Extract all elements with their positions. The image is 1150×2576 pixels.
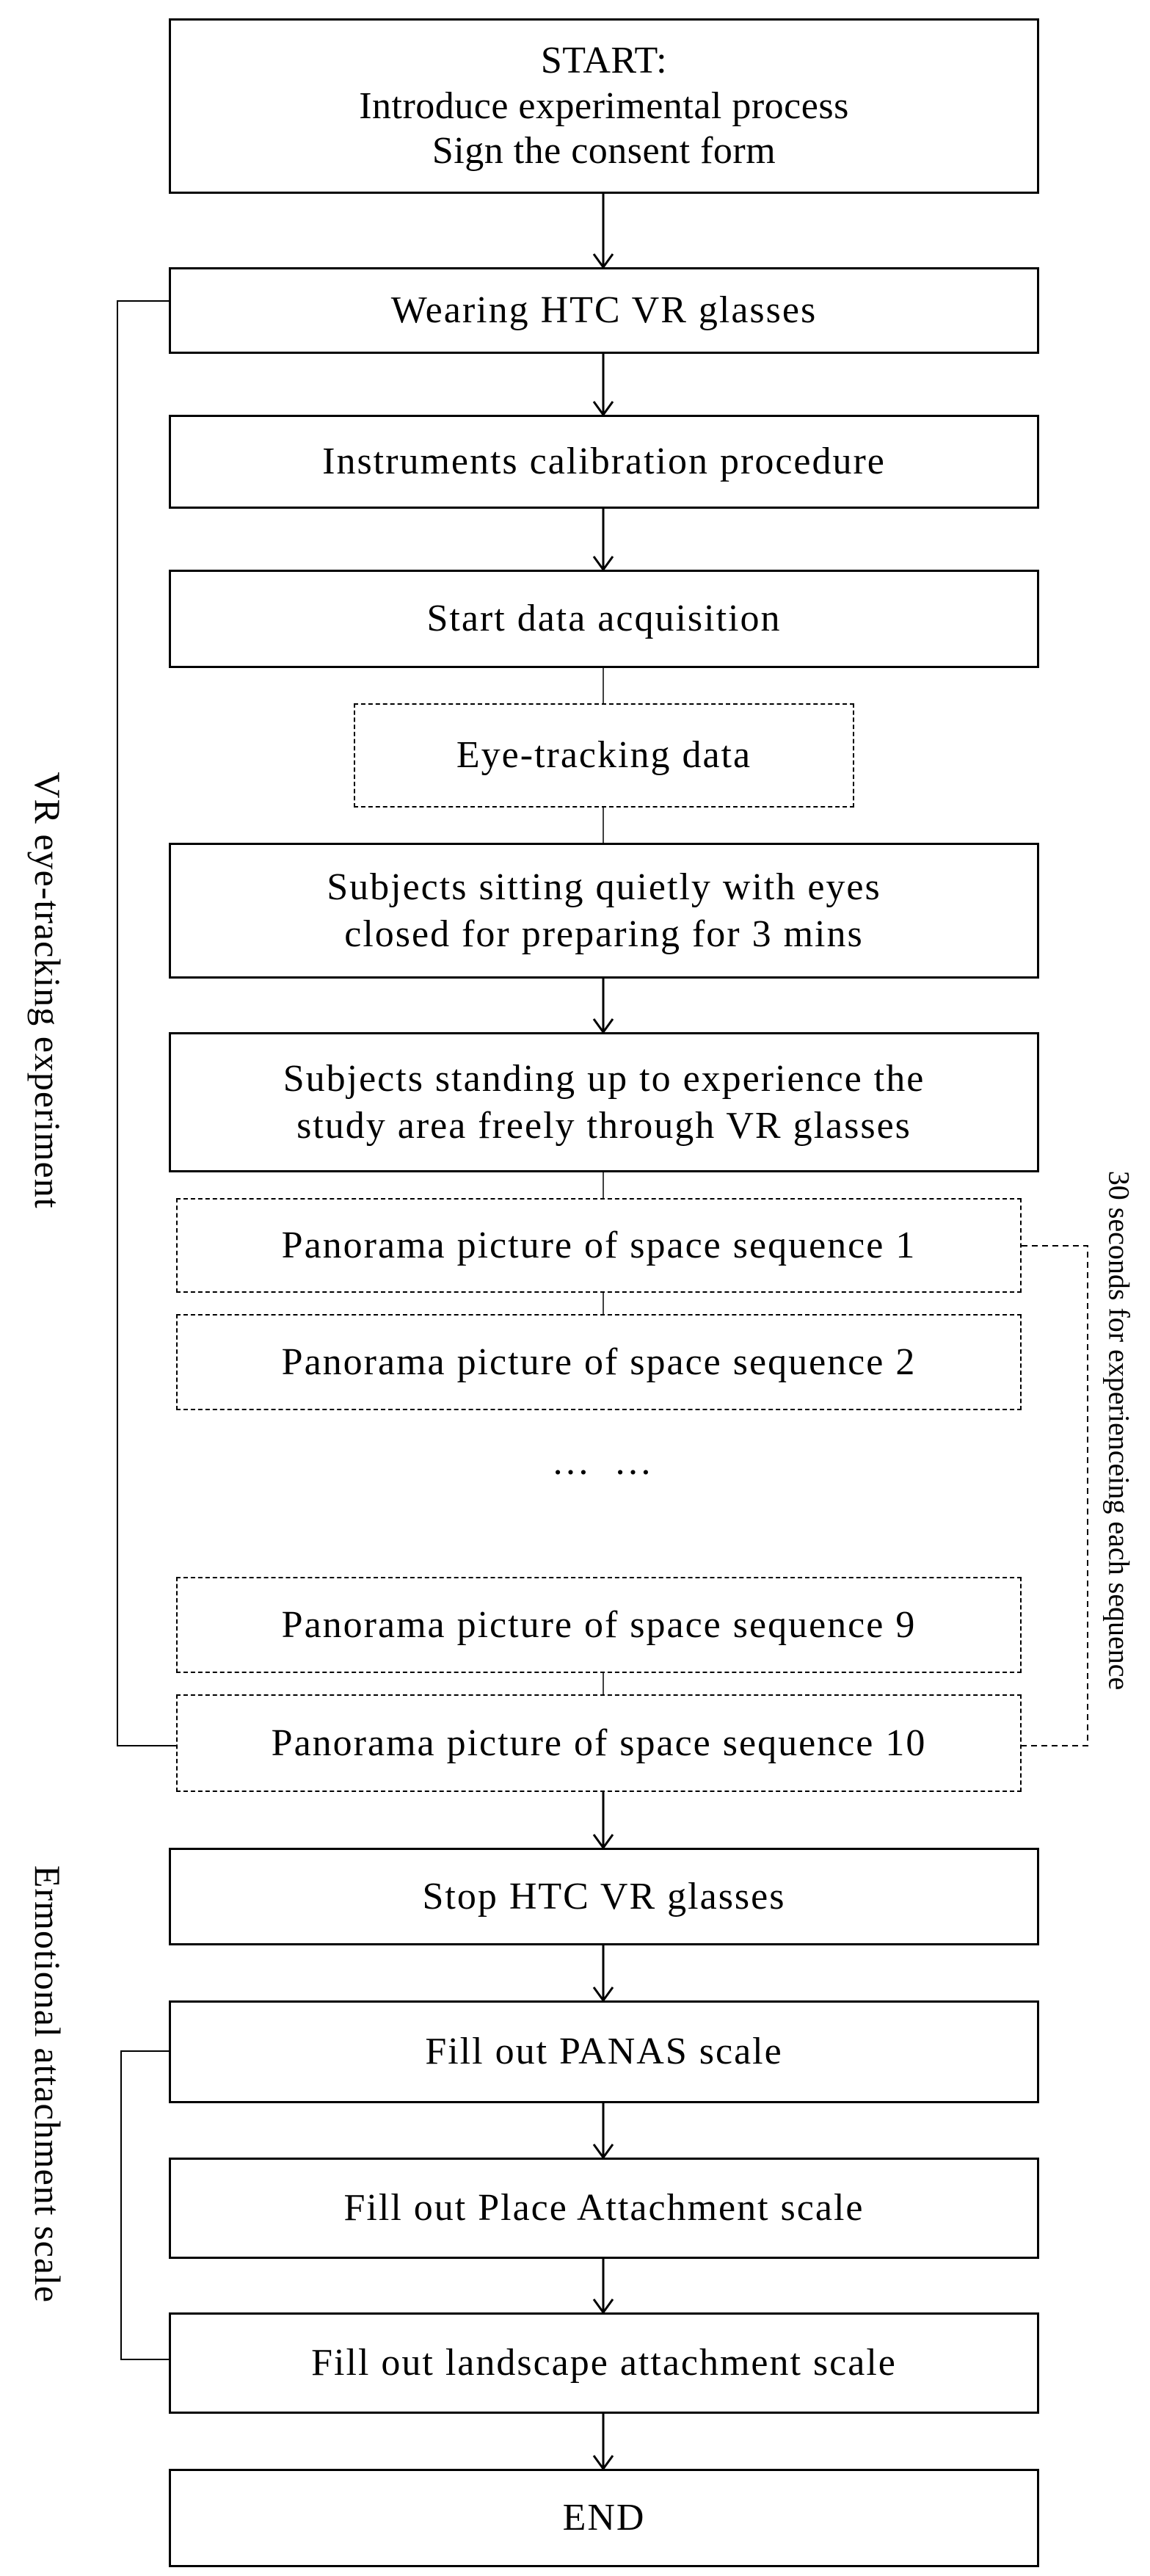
arrow-landscape-to-end [592,2414,614,2471]
panas-label: Fill out PANAS scale [425,2031,783,2073]
start-box: START: Introduce experimental process Si… [169,18,1039,194]
emotional-scale-label: Ermotional attachment scale [27,1865,68,2304]
calibration-box: Instruments calibration procedure [169,415,1039,509]
bracket-emotional-scale [120,2050,169,2360]
standing-line-1: Subjects standing up to experience the [283,1058,925,1100]
wearing-vr-label: Wearing HTC VR glasses [390,289,818,332]
bracket-sequence-timing [1022,1245,1088,1746]
arrow-place-to-landscape [592,2259,614,2315]
standing-line-2: study area freely through VR glasses [296,1104,911,1147]
arrow-panorama10-to-stop [592,1792,614,1850]
panorama-sequence-1-box: Panorama picture of space sequence 1 [176,1198,1022,1293]
wearing-vr-box: Wearing HTC VR glasses [169,267,1039,354]
panorama-sequence-10-label: Panorama picture of space sequence 10 [271,1721,927,1764]
calibration-label: Instruments calibration procedure [322,440,886,483]
bracket-vr-experiment [117,300,176,1746]
start-line-intro: Introduce experimental process [359,84,849,127]
panorama-sequence-9-label: Panorama picture of space sequence 9 [281,1603,917,1646]
panorama-sequence-1-label: Panorama picture of space sequence 1 [281,1224,917,1266]
panorama-sequence-2-box: Panorama picture of space sequence 2 [176,1314,1022,1410]
ellipsis: … … [551,1441,660,1483]
acquisition-label: Start data acquisition [426,598,782,640]
vr-experiment-label: VR eye-tracking experiment [27,772,68,1209]
stop-vr-label: Stop HTC VR glasses [422,1875,786,1918]
arrow-sitting-to-standing [592,979,614,1034]
arrow-calibration-to-acquisition [592,509,614,572]
sequence-timing-label: 30 seconds for experienceing each sequen… [1102,1170,1136,1691]
stop-vr-box: Stop HTC VR glasses [169,1848,1039,1945]
panorama-sequence-10-box: Panorama picture of space sequence 10 [176,1694,1022,1792]
arrow-wearing-to-calibration [592,354,614,417]
eye-tracking-box: Eye-tracking data [354,703,854,808]
arrow-panas-to-place [592,2103,614,2160]
panorama-sequence-9-box: Panorama picture of space sequence 9 [176,1577,1022,1673]
standing-box: Subjects standing up to experience the s… [169,1032,1039,1172]
sitting-box: Subjects sitting quietly with eyes close… [169,843,1039,979]
panas-box: Fill out PANAS scale [169,2000,1039,2103]
sitting-line-2: closed for preparing for 3 mins [344,913,864,955]
arrow-stop-to-panas [592,1945,614,2003]
sitting-line-1: Subjects sitting quietly with eyes [327,866,881,909]
place-attachment-label: Fill out Place Attachment scale [343,2187,865,2229]
landscape-attachment-box: Fill out landscape attachment scale [169,2312,1039,2414]
acquisition-box: Start data acquisition [169,570,1039,668]
end-box: END [169,2469,1039,2567]
landscape-attachment-label: Fill out landscape attachment scale [311,2342,897,2384]
end-label: END [562,2497,646,2539]
start-line-consent: Sign the consent form [432,130,776,173]
place-attachment-box: Fill out Place Attachment scale [169,2158,1039,2259]
start-title: START: [540,40,668,82]
arrow-start-to-wearing [592,194,614,269]
eye-tracking-label: Eye-tracking data [456,734,752,777]
panorama-sequence-2-label: Panorama picture of space sequence 2 [281,1340,917,1383]
